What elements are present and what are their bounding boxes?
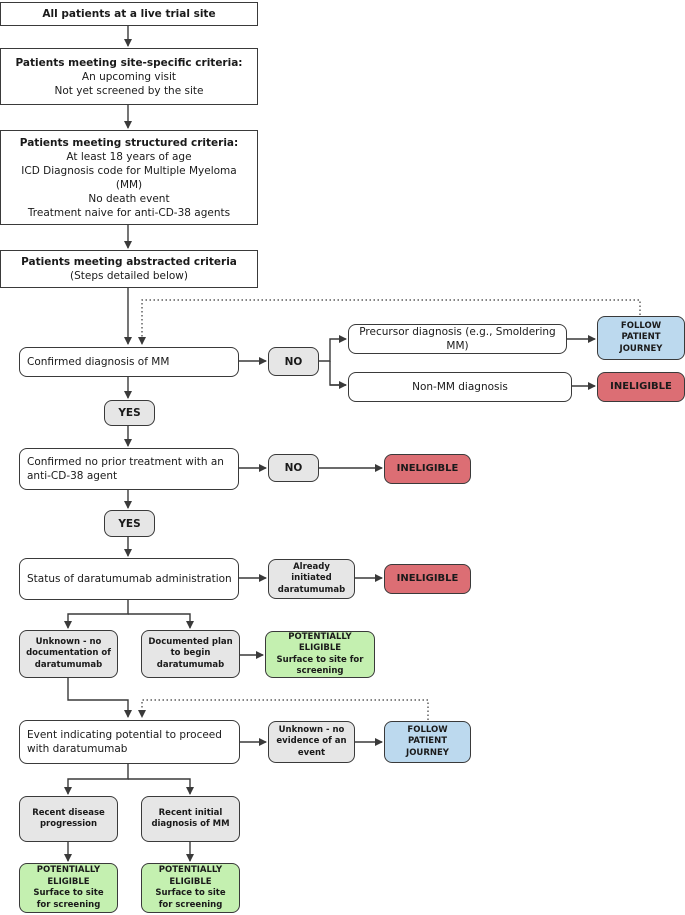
- potentially-eligible-title: POTENTIALLY ELIGIBLE: [288, 631, 352, 654]
- potentially-eligible-box-2: POTENTIALLY ELIGIBLE Surface to site for…: [19, 863, 118, 913]
- no-prior-treatment-box: Confirmed no prior treatment with an ant…: [19, 448, 239, 490]
- unknown-event-label: Unknown - no evidence of an event: [276, 724, 347, 758]
- structured-criterion: No death event: [88, 192, 170, 205]
- potentially-eligible-sub: Surface to site for screening: [33, 888, 104, 910]
- ineligible-label: INELIGIBLE: [610, 381, 672, 392]
- no-prior-label: Confirmed no prior treatment with an ant…: [27, 456, 224, 482]
- structured-criterion: At least 18 years of age: [66, 150, 192, 163]
- site-criterion: An upcoming visit: [81, 70, 177, 83]
- structured-criterion: ICD Diagnosis code for Multiple Myeloma …: [21, 164, 237, 191]
- documented-plan-label: Documented plan to begin daratumumab: [148, 636, 233, 670]
- abstracted-title: Patients meeting abstracted criteria: [21, 256, 237, 268]
- ineligible-label: INELIGIBLE: [396, 573, 459, 584]
- potentially-eligible-title: POTENTIALLY ELIGIBLE: [158, 865, 223, 887]
- confirmed-mm-box: Confirmed diagnosis of MM: [19, 347, 239, 377]
- no-box-2: NO: [268, 454, 319, 482]
- potentially-eligible-sub: Surface to site for screening: [155, 888, 226, 910]
- ineligible-label: INELIGIBLE: [396, 463, 459, 474]
- site-specific-criteria-box: Patients meeting site-specific criteria:…: [0, 48, 258, 105]
- yes-box-1: YES: [104, 400, 155, 426]
- ineligible-box-1: INELIGIBLE: [597, 372, 685, 402]
- site-criterion: Not yet screened by the site: [54, 84, 204, 97]
- abstracted-criteria-box: Patients meeting abstracted criteria (St…: [0, 250, 258, 288]
- status-label: Status of daratumumab administration: [27, 573, 232, 585]
- ineligible-box-2: INELIGIBLE: [384, 454, 471, 484]
- already-initiated-box: Already initiated daratumumab: [268, 559, 355, 599]
- potentially-eligible-box-3: POTENTIALLY ELIGIBLE Surface to site for…: [141, 863, 240, 913]
- no-label: NO: [284, 355, 303, 368]
- no-box-1: NO: [268, 347, 319, 376]
- unknown-event-box: Unknown - no evidence of an event: [268, 721, 355, 763]
- potentially-eligible-box-1: POTENTIALLY ELIGIBLE Surface to site for…: [265, 631, 375, 678]
- structured-criterion: Treatment naive for anti-CD-38 agents: [27, 206, 231, 219]
- confirmed-mm-label: Confirmed diagnosis of MM: [27, 356, 170, 368]
- structured-criteria-box: Patients meeting structured criteria: At…: [0, 130, 258, 225]
- recent-progression-box: Recent disease progression: [19, 796, 118, 842]
- potentially-eligible-sub: Surface to site for screening: [276, 654, 364, 677]
- already-initiated-label: Already initiated daratumumab: [277, 561, 346, 595]
- follow-patient-journey-box-2: FOLLOW PATIENT JOURNEY: [384, 721, 471, 763]
- structured-title: Patients meeting structured criteria:: [19, 136, 239, 149]
- unknown-documentation-label: Unknown - no documentation of daratumuma…: [26, 636, 111, 670]
- recent-progression-label: Recent disease progression: [32, 807, 105, 830]
- ineligible-box-3: INELIGIBLE: [384, 564, 471, 594]
- site-specific-title: Patients meeting site-specific criteria:: [15, 56, 243, 69]
- yes-label: YES: [118, 517, 141, 530]
- non-mm-diagnosis-box: Non-MM diagnosis: [348, 372, 572, 402]
- yes-label: YES: [118, 407, 141, 419]
- precursor-diagnosis-box: Precursor diagnosis (e.g., Smoldering MM…: [348, 324, 567, 354]
- follow-patient-journey-box-1: FOLLOW PATIENT JOURNEY: [597, 316, 685, 360]
- documented-plan-box: Documented plan to begin daratumumab: [141, 630, 240, 678]
- daratumumab-status-box: Status of daratumumab administration: [19, 558, 239, 600]
- recent-initial-label: Recent initial diagnosis of MM: [151, 807, 230, 830]
- all-patients-box: All patients at a live trial site: [0, 2, 258, 26]
- yes-box-2: YES: [104, 510, 155, 537]
- recent-initial-diagnosis-box: Recent initial diagnosis of MM: [141, 796, 240, 842]
- follow-label: FOLLOW PATIENT JOURNEY: [619, 320, 663, 354]
- abstracted-subtitle: (Steps detailed below): [70, 270, 188, 282]
- event-label: Event indicating potential to proceed wi…: [27, 729, 222, 755]
- follow-label: FOLLOW PATIENT JOURNEY: [406, 724, 449, 758]
- no-label: NO: [284, 462, 303, 474]
- all-patients-label: All patients at a live trial site: [42, 8, 216, 20]
- non-mm-label: Non-MM diagnosis: [412, 381, 508, 393]
- potentially-eligible-title: POTENTIALLY ELIGIBLE: [36, 865, 101, 887]
- unknown-documentation-box: Unknown - no documentation of daratumuma…: [19, 630, 118, 678]
- event-indicating-box: Event indicating potential to proceed wi…: [19, 720, 240, 764]
- precursor-label: Precursor diagnosis (e.g., Smoldering MM…: [359, 326, 556, 352]
